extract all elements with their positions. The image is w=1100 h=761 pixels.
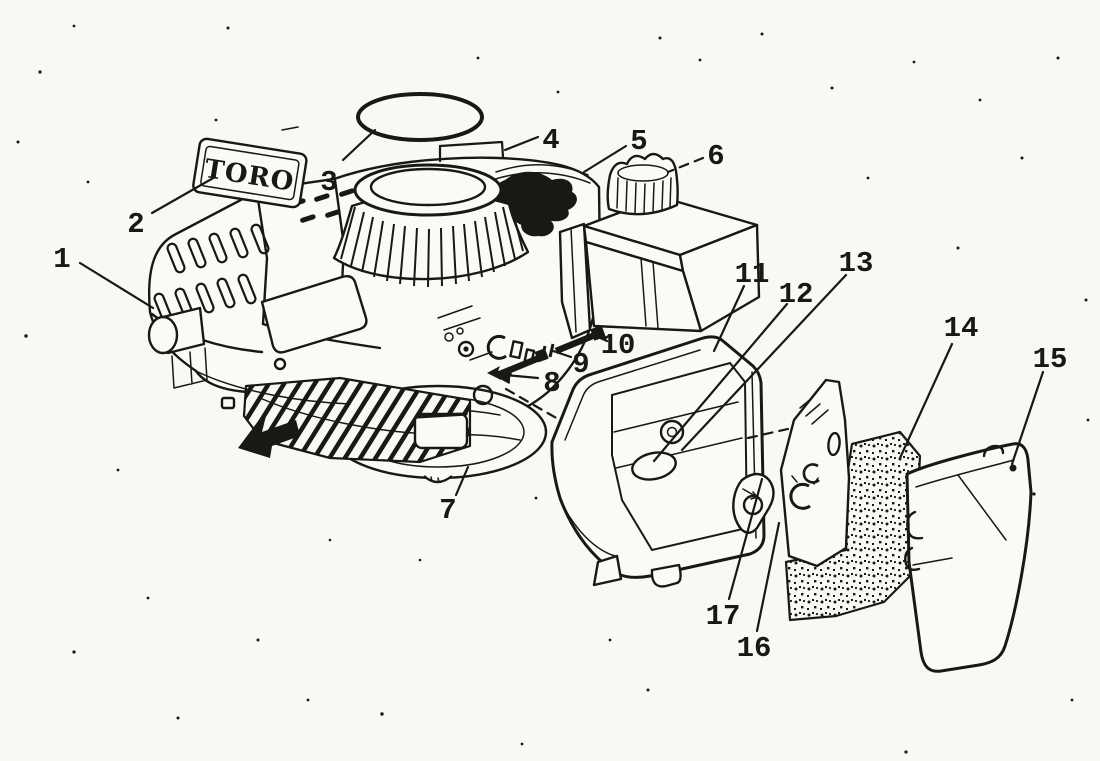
callout-5-leader: [582, 144, 628, 174]
callout-6-leader: [666, 156, 705, 174]
callout-5-number: 5: [630, 125, 647, 158]
callout-17-leader: [727, 477, 764, 601]
callout-4-leader: [503, 135, 540, 152]
callout-3-leader: [341, 128, 377, 162]
callout-10-number: 10: [601, 329, 636, 362]
callout-13-number: 13: [839, 247, 874, 280]
callout-1-leader: [78, 261, 155, 310]
primer-bracket-piece: [732, 472, 775, 534]
cone-fins: [340, 200, 524, 288]
callout-15-leader: [1010, 370, 1045, 466]
clamp-ring-piece: [789, 472, 819, 510]
callout-12-leader: [652, 302, 789, 463]
callout-2-leader: [150, 175, 217, 215]
fuel-cap: [606, 152, 679, 216]
control-panel-plate: [260, 274, 368, 354]
callout-8-number: 8: [543, 367, 560, 400]
callout-14-leader: [898, 342, 954, 460]
callout-12-number: 12: [779, 278, 814, 311]
flywheel-screen-cone: [332, 163, 530, 288]
toro-decal: TORO: [192, 137, 308, 209]
callout-7-leader: [454, 465, 470, 497]
crankshaft-keyway: [413, 412, 469, 484]
callout-1-number: 1: [53, 243, 70, 276]
callout-16-leader: [755, 521, 781, 633]
bolt-hole: [273, 357, 287, 371]
callout-2-number: 2: [127, 208, 144, 241]
assembly-alignment-lines: [504, 387, 803, 440]
scan-noise-speckles: [16, 24, 1090, 754]
stud-grommet: [659, 419, 685, 445]
callout-13-leader: [680, 273, 848, 452]
callout-11-number: 11: [735, 258, 770, 291]
callout-4-number: 4: [542, 124, 559, 157]
callout-9-leader: [551, 349, 573, 359]
callout-17-number: 17: [706, 600, 741, 633]
callout-15-number: 15: [1033, 343, 1068, 376]
intake-oval-port: [631, 451, 677, 481]
callout-11-leader: [712, 284, 746, 353]
air-box-housing: [550, 335, 766, 588]
callout-16-number: 16: [737, 632, 772, 665]
callout-9-number: 9: [572, 348, 589, 381]
callout-10-leader: [596, 335, 609, 343]
muffler-hatched-zone: [197, 371, 472, 464]
recoil-vent-slots: [153, 223, 270, 324]
callout-6-number: 6: [707, 140, 724, 173]
filter-bracket-plate: [779, 378, 851, 568]
air-cleaner-cover: [904, 442, 1033, 673]
callout-4-leader: [438, 140, 505, 163]
callout-3-number: 3: [320, 166, 337, 199]
callout-14-number: 14: [944, 312, 979, 345]
callout-8-leader: [490, 366, 540, 385]
gasket-ring: [356, 92, 484, 142]
fuel-tank: [558, 152, 761, 340]
rotation-arrow: [238, 408, 300, 458]
callout-7-number: 7: [439, 494, 456, 527]
airbox-mounting-bolt: [554, 331, 597, 355]
